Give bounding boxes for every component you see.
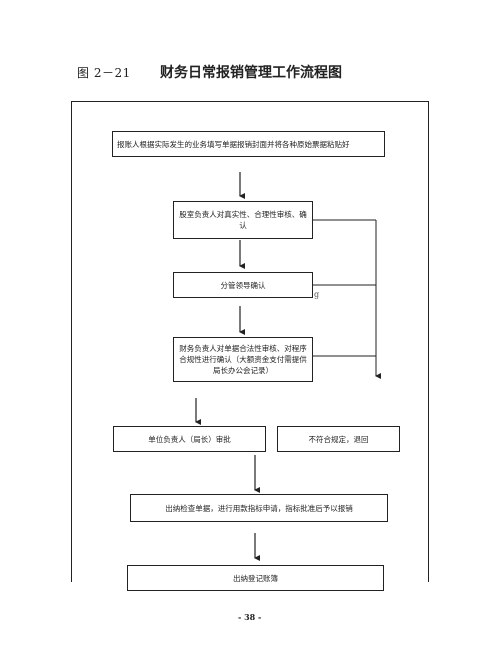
diagram-frame <box>71 101 429 582</box>
step-5-box: 单位负责人（局长）审批 <box>113 426 266 452</box>
step-7-text: 出纳登记账簿 <box>233 573 278 583</box>
step-1-text: 报账人根据实际发生的业务填写单据报销封面并将各种原始票据粘贴好 <box>117 139 350 149</box>
step-6-text: 出纳检查单据，进行用款指标申请，指标批准后予以报销 <box>165 503 353 513</box>
reject-text: 不符合规定，退回 <box>308 434 369 444</box>
figure-label: 图 2－21 <box>77 66 131 80</box>
step-4-text: 财务负责人对单据合法性审核、对程序合规性进行确认（大额资金支付需提供局长办公会记… <box>179 344 307 375</box>
step-6-box: 出纳检查单据，进行用款指标申请，指标批准后予以报销 <box>130 494 388 522</box>
step-2-text: 股室负责人对真实性、合理性审核、确认 <box>179 210 307 230</box>
reject-box: 不符合规定，退回 <box>277 426 400 452</box>
step-4-box: 财务负责人对单据合法性审核、对程序合规性进行确认（大额资金支付需提供局长办公会记… <box>173 337 313 382</box>
step-1-box: 报账人根据实际发生的业务填写单据报销封面并将各种原始票据粘贴好 <box>112 131 385 157</box>
diagram-title: 财务日常报销管理工作流程图 <box>160 65 342 81</box>
stray-mark: g <box>314 290 320 299</box>
page-number: - 38 - <box>238 612 262 622</box>
step-7-box: 出纳登记账簿 <box>127 565 384 591</box>
step-3-box: 分管领导确认 <box>173 272 313 298</box>
step-5-text: 单位负责人（局长）审批 <box>148 434 231 444</box>
step-3-text: 分管领导确认 <box>220 280 266 290</box>
step-2-box: 股室负责人对真实性、合理性审核、确认 <box>173 201 313 239</box>
